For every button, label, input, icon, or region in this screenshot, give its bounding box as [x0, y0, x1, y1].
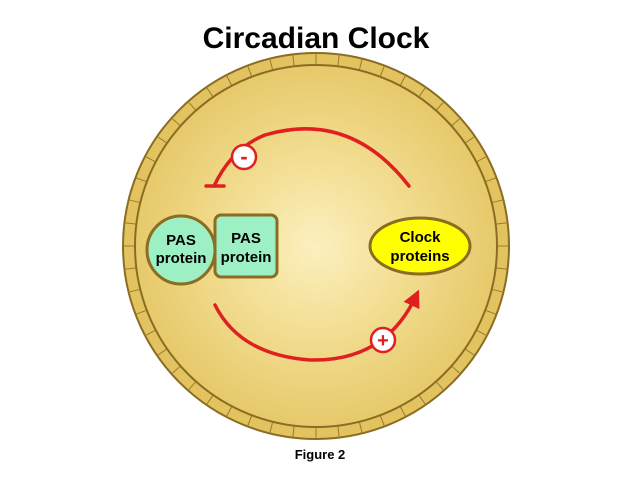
clock-proteins: Clock proteins — [368, 216, 472, 276]
plus-sign: + — [377, 330, 389, 352]
membrane-tick — [225, 406, 233, 418]
membrane-tick — [435, 381, 445, 391]
membrane-tick — [379, 415, 385, 427]
membrane-tick — [156, 348, 168, 357]
figure-caption: Figure 2 — [295, 447, 346, 462]
membrane-tick — [464, 135, 476, 144]
clock-proteins-line2: proteins — [390, 248, 449, 265]
membrane-tick — [464, 348, 476, 357]
membrane-tick — [135, 177, 147, 183]
membrane-tick — [358, 421, 363, 434]
membrane-tick — [124, 222, 137, 225]
membrane-tick — [135, 309, 147, 315]
clock-proteins-shape — [368, 216, 472, 276]
membrane-tick — [379, 65, 385, 77]
membrane-tick — [124, 267, 137, 270]
membrane-tick — [337, 54, 340, 67]
pas-protein-square-line1: PAS — [231, 230, 261, 247]
membrane-tick — [171, 117, 181, 127]
membrane-tick — [156, 135, 168, 144]
minus-sign: - — [240, 144, 247, 169]
membrane-tick — [418, 394, 427, 406]
membrane-tick — [205, 394, 214, 406]
inhibition-arc — [212, 127, 411, 188]
membrane-tick — [247, 65, 253, 77]
membrane-tick — [451, 365, 461, 375]
cell-interior — [134, 64, 498, 428]
membrane-tick — [292, 54, 295, 67]
membrane-tick — [171, 365, 181, 375]
diagram-title: Circadian Clock — [203, 22, 430, 55]
cell — [122, 52, 510, 440]
pas-protein-circle-line1: PAS — [166, 232, 196, 249]
membrane-tick — [144, 155, 156, 163]
membrane-tick — [128, 288, 141, 293]
pas-protein-square: PAS protein — [213, 213, 279, 279]
membrane-tick — [495, 267, 508, 270]
membrane-tick — [485, 309, 497, 315]
membrane-tick — [495, 222, 508, 225]
activation-arc — [213, 289, 420, 362]
membrane-tick — [399, 74, 407, 86]
membrane-tick — [358, 58, 363, 71]
membrane-tick — [476, 155, 488, 163]
membrane-tick — [337, 425, 340, 438]
membrane-tick — [476, 329, 488, 337]
membrane-tick — [418, 86, 427, 98]
activation-pathway: + — [213, 289, 420, 362]
membrane-tick — [187, 381, 197, 391]
membrane-tick — [435, 101, 445, 111]
membrane-tick — [144, 329, 156, 337]
membrane-tick — [292, 425, 295, 438]
membrane-tick — [269, 58, 274, 71]
membrane-tick — [491, 288, 504, 293]
membrane-tick — [247, 415, 253, 427]
cell-membrane-ticks — [123, 53, 509, 439]
membrane-tick — [451, 117, 461, 127]
membrane-tick — [128, 199, 141, 204]
membrane-tick — [205, 86, 214, 98]
pas-protein-circle-line2: protein — [156, 250, 207, 267]
minus-badge — [230, 143, 258, 171]
membrane-tick — [491, 199, 504, 204]
membrane-tick — [225, 74, 233, 86]
clock-proteins-line1: Clock — [400, 229, 442, 246]
pas-protein-circle: PAS protein — [145, 214, 217, 286]
pas-protein-square-line2: protein — [221, 249, 272, 266]
membrane-tick — [399, 406, 407, 418]
membrane-tick — [269, 421, 274, 434]
membrane-tick — [485, 177, 497, 183]
plus-badge — [369, 326, 397, 354]
inhibition-pathway: - — [204, 127, 411, 188]
membrane-tick — [187, 101, 197, 111]
pas-protein-square-shape — [213, 213, 279, 279]
